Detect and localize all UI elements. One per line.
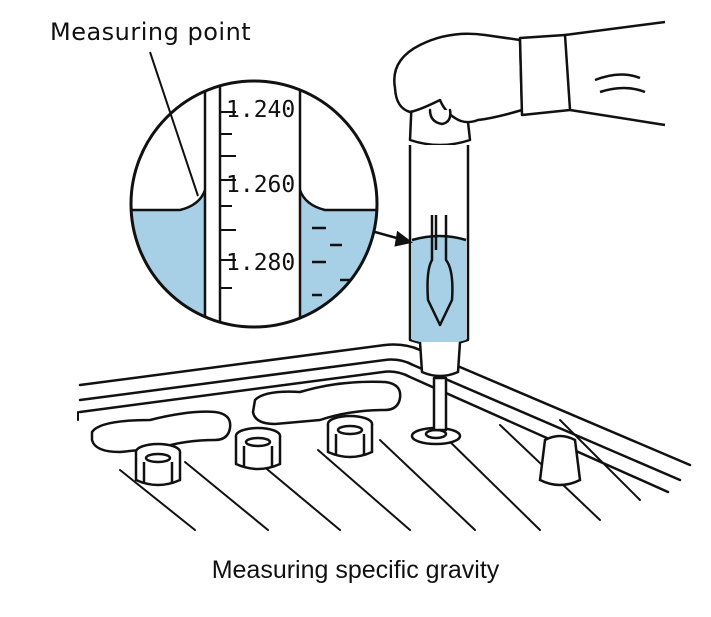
- hydrometer: [408, 86, 472, 432]
- scale-label-1240: 1.240: [226, 97, 295, 123]
- scale-label-1260: 1.260: [226, 172, 295, 198]
- inset-border: [129, 79, 379, 329]
- cell-connector-right: [251, 380, 402, 426]
- inset-arrow: [374, 230, 413, 247]
- barrel-electrolyte: [412, 236, 466, 344]
- hand: [393, 32, 524, 126]
- sleeve: [518, 20, 666, 127]
- vent-cap-2: [234, 426, 282, 471]
- cell-connector-left: [90, 410, 232, 454]
- measuring-point-label: Measuring point: [50, 18, 252, 46]
- battery-terminal: [538, 434, 582, 487]
- vent-cap-1: [134, 442, 182, 487]
- hydrometer-float: [426, 215, 454, 327]
- scale-label-1280: 1.280: [226, 250, 295, 276]
- callout-leader: [149, 51, 199, 197]
- magnified-inset: 1.240 1.260 1.280: [129, 79, 379, 329]
- vent-cap-3: [326, 414, 374, 459]
- figure-caption: Measuring specific gravity: [211, 556, 500, 584]
- scale-ticks: [220, 111, 236, 289]
